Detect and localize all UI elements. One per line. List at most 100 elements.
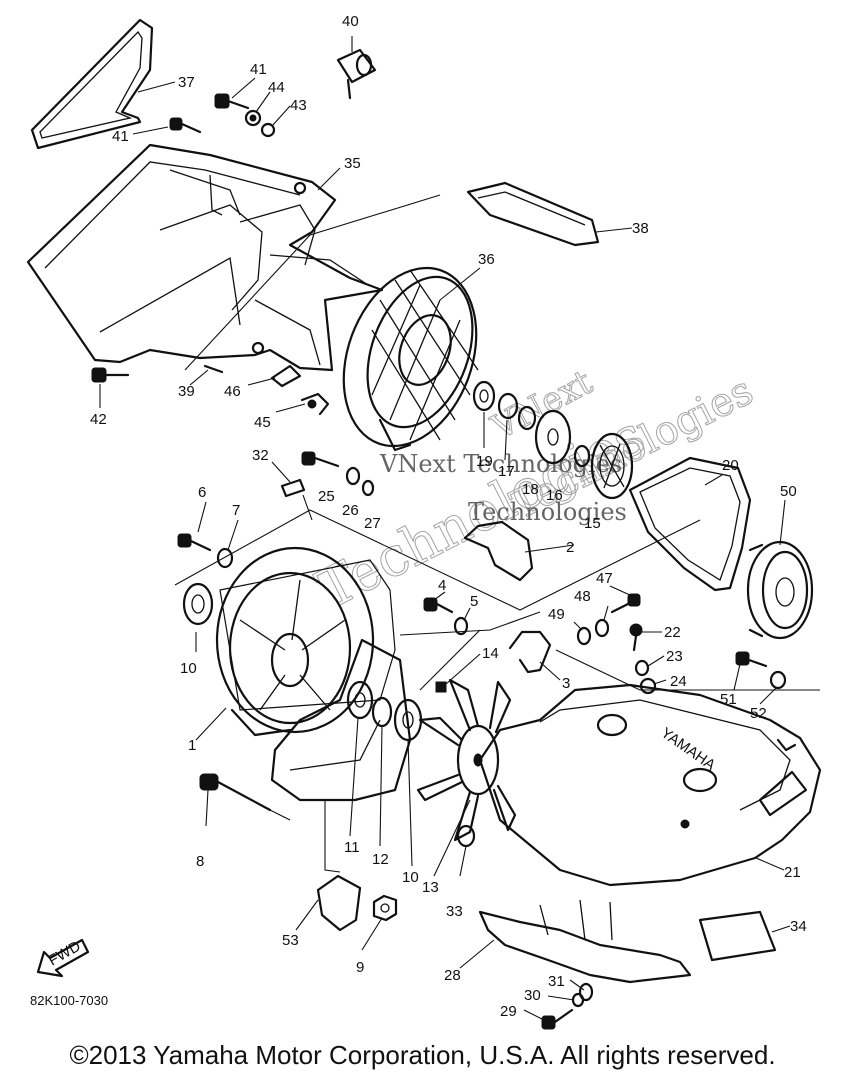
part-35-housing [26, 143, 384, 372]
part-48-washer [594, 618, 610, 638]
part-44-washer [244, 109, 262, 127]
part-16-pulley [534, 409, 572, 465]
callout-46: 46 [224, 383, 241, 400]
callout-34: 34 [790, 918, 807, 935]
callout-45: 45 [254, 414, 271, 431]
callout-42: 42 [90, 411, 107, 428]
part-43-washer [260, 122, 276, 138]
callout-24: 24 [670, 673, 687, 690]
callout-44: 44 [268, 79, 285, 96]
part-9-nut [372, 894, 398, 922]
callout-21: 21 [784, 864, 801, 881]
callout-52: 52 [750, 705, 767, 722]
callout-27: 27 [364, 515, 381, 532]
callout-29: 29 [500, 1003, 517, 1020]
callout-37: 37 [178, 74, 195, 91]
part-14-nut [435, 681, 447, 693]
part-25-bolt [301, 451, 340, 468]
callout-labels: 40 41 44 43 37 41 35 38 36 42 39 46 45 1… [90, 13, 807, 1020]
callout-1: 1 [188, 737, 196, 754]
watermark-technologies-lower: Technologies [468, 498, 627, 526]
part-21-tank: YAMAHA [478, 683, 822, 887]
callout-12: 12 [372, 851, 389, 868]
part-53-plate [316, 874, 362, 932]
part-41-bolt-lower [169, 117, 202, 134]
part-52-washer [769, 670, 787, 690]
part-1-fan-housing [215, 546, 396, 737]
callout-49: 49 [548, 606, 565, 623]
part-2-shield [463, 520, 534, 582]
part-20-belt [628, 456, 752, 592]
callout-7: 7 [232, 502, 240, 519]
part-41-bolt [214, 93, 250, 110]
part-15-pulley [590, 432, 634, 500]
part-11-seal [346, 680, 374, 720]
callout-32: 32 [252, 447, 269, 464]
part-32-pin [280, 478, 306, 498]
part-18-washer [517, 405, 537, 431]
callout-50: 50 [780, 483, 797, 500]
callout-10: 10 [180, 660, 197, 677]
callout-53: 53 [282, 932, 299, 949]
part-19-bearing [472, 380, 496, 412]
copyright-notice: ©2013 Yamaha Motor Corporation, U.S.A. A… [69, 1040, 776, 1070]
callout-17: 17 [498, 463, 515, 480]
callout-47: 47 [596, 570, 613, 587]
part-3-bracket [508, 630, 552, 674]
part-47-bolt [610, 593, 641, 614]
callout-23: 23 [666, 648, 683, 665]
callout-25: 25 [318, 488, 335, 505]
leader-lines [99, 36, 791, 1021]
part-50-pulley [746, 540, 814, 640]
part-12-washer [371, 696, 393, 728]
callout-39: 39 [178, 383, 195, 400]
callout-16: 16 [546, 487, 563, 504]
part-10-bearing [182, 582, 214, 626]
watermark-vnext-technologies: VNext Technologies [379, 450, 622, 478]
callout-38: 38 [632, 220, 649, 237]
callout-9: 9 [356, 959, 364, 976]
callout-28: 28 [444, 967, 461, 984]
callout-19: 19 [476, 453, 493, 470]
callout-35: 35 [344, 155, 361, 172]
part-19b-washer [573, 444, 591, 468]
part-42-bolt [91, 367, 130, 383]
callout-18: 18 [522, 481, 539, 498]
callout-48: 48 [574, 588, 591, 605]
callout-30: 30 [524, 987, 541, 1004]
part-37-gasket [30, 18, 154, 150]
callout-2: 2 [566, 539, 574, 556]
callout-22: 22 [664, 624, 681, 641]
callout-4: 4 [438, 577, 446, 594]
callout-33: 33 [446, 903, 463, 920]
part-51-bolt [735, 651, 768, 668]
part-5-washer [453, 616, 469, 636]
part-49-washer [576, 626, 592, 646]
callout-41: 41 [250, 61, 267, 78]
part-26-washer [345, 466, 361, 486]
part-6-bolt [177, 533, 212, 552]
callout-31: 31 [548, 973, 565, 990]
part-30-washer [571, 992, 585, 1008]
part-46-clip [270, 364, 302, 388]
callout-11: 11 [344, 839, 360, 856]
part-4-bolt [423, 597, 454, 614]
part-36-fan-cover [342, 266, 479, 452]
callout-8: 8 [196, 853, 204, 870]
callout-3: 3 [562, 675, 570, 692]
part-22-grommet [629, 623, 643, 652]
part-7-washer [216, 547, 234, 569]
callout-15: 15 [584, 515, 601, 532]
callout-43: 43 [290, 97, 307, 114]
part-31-nut [578, 982, 594, 1002]
part-40-sensor [336, 48, 377, 100]
callout-10b: 10 [402, 869, 419, 886]
part-39-key [203, 364, 224, 374]
callout-14: 14 [482, 645, 499, 662]
assembly-guide-lines [174, 194, 820, 873]
part-13-fan [416, 678, 517, 842]
part-29-bolt [541, 1008, 574, 1030]
part-28-bracket [478, 899, 692, 984]
callout-13: 13 [422, 879, 439, 896]
